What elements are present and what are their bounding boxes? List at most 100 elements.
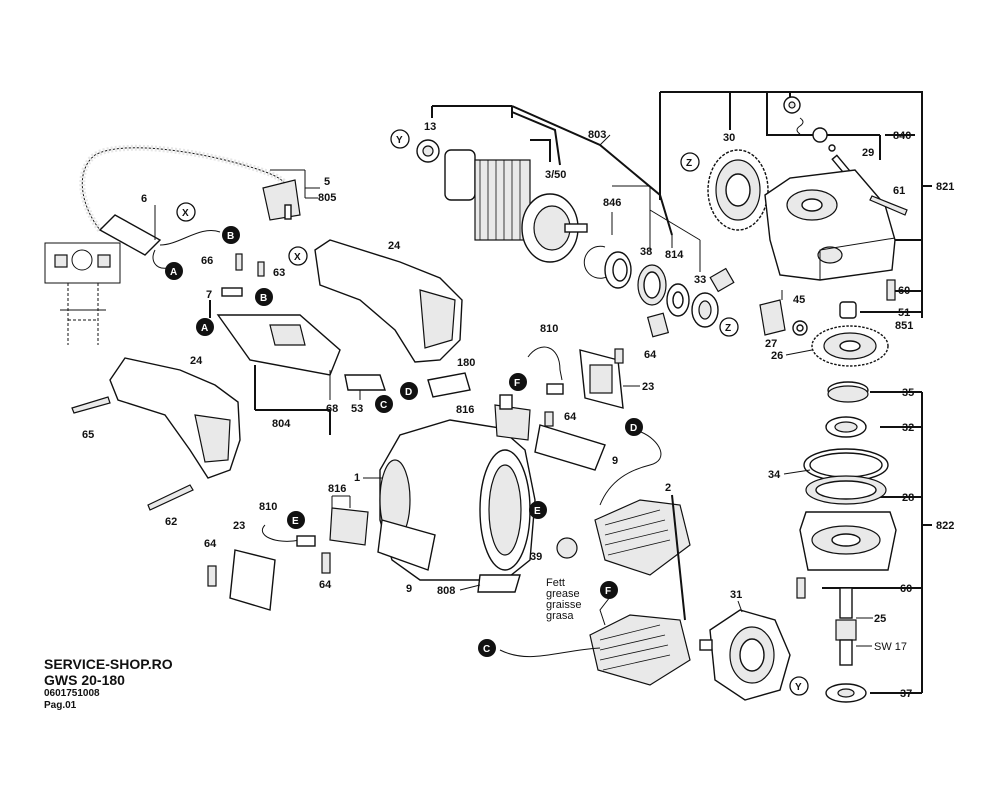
label-803: 803 bbox=[588, 129, 606, 141]
label-840: 840 bbox=[893, 130, 911, 142]
label-25: 25 bbox=[874, 613, 886, 625]
label-51: 51 bbox=[898, 307, 910, 319]
label-34: 34 bbox=[768, 469, 781, 481]
marker-z-lower-text: Z bbox=[725, 323, 731, 334]
label-31: 31 bbox=[730, 589, 742, 601]
label-63: 63 bbox=[273, 267, 285, 279]
marker-a-cable-text: A bbox=[170, 267, 177, 278]
armature-group bbox=[416, 105, 735, 338]
label-9-left: 9 bbox=[406, 583, 412, 595]
marker-x-handle-text: X bbox=[294, 252, 301, 263]
marker-a-switch bbox=[196, 318, 214, 336]
footer-info: SERVICE-SHOP.RO GWS 20-180 0601751008 Pa… bbox=[44, 656, 173, 712]
label-24-side: 24 bbox=[190, 355, 203, 367]
label-805: 805 bbox=[318, 192, 336, 204]
marker-c-coil bbox=[478, 639, 496, 657]
label-64-lowmid: 64 bbox=[319, 579, 332, 591]
power-cable-assembly bbox=[79, 144, 320, 269]
label-822: 822 bbox=[936, 520, 954, 532]
marker-b-switch bbox=[255, 288, 273, 306]
label-60-bottom: 60 bbox=[900, 583, 912, 595]
label-62: 62 bbox=[165, 516, 177, 528]
marker-z-lower bbox=[719, 317, 739, 337]
shop-name: SERVICE-SHOP.RO bbox=[44, 656, 173, 672]
label-53: 53 bbox=[351, 403, 363, 415]
field-coil-group bbox=[499, 431, 791, 701]
label-33: 33 bbox=[694, 274, 706, 286]
label-39: 39 bbox=[530, 551, 542, 563]
marker-f-coil bbox=[600, 581, 618, 599]
marker-z-top bbox=[680, 152, 700, 172]
label-64-mid: 64 bbox=[564, 411, 577, 423]
marker-e-brush bbox=[287, 511, 305, 529]
grease-note-fr: graisse bbox=[546, 599, 582, 611]
label-810-bottom: 810 bbox=[259, 501, 277, 513]
label-68: 68 bbox=[326, 403, 338, 415]
label-32: 32 bbox=[902, 422, 914, 434]
label-1: 1 bbox=[354, 472, 360, 484]
circuit-schematic bbox=[44, 242, 121, 345]
marker-f-brush-text: F bbox=[514, 378, 520, 389]
marker-b-switch-text: B bbox=[260, 293, 267, 304]
label-814: 814 bbox=[665, 249, 684, 261]
label-37: 37 bbox=[900, 688, 912, 700]
marker-b-cable bbox=[222, 226, 240, 244]
label-66: 66 bbox=[201, 255, 213, 267]
label-26: 26 bbox=[771, 350, 783, 362]
label-61: 61 bbox=[893, 185, 905, 197]
marker-f-coil-text: F bbox=[605, 586, 611, 597]
marker-c-coil-text: C bbox=[483, 644, 490, 655]
label-60-top: 60 bbox=[898, 285, 910, 297]
label-6: 6 bbox=[141, 193, 147, 205]
label-846: 846 bbox=[603, 197, 621, 209]
model-name: GWS 20-180 bbox=[44, 672, 125, 688]
label-9-right: 9 bbox=[612, 455, 618, 467]
marker-x-cable-text: X bbox=[182, 208, 189, 219]
label-821: 821 bbox=[936, 181, 954, 193]
marker-d-switch-text: D bbox=[405, 387, 412, 398]
marker-d-switch bbox=[400, 382, 418, 400]
page-number: Pag.01 bbox=[44, 700, 77, 711]
label-23-top: 23 bbox=[642, 381, 654, 393]
gear-head-group bbox=[659, 91, 932, 367]
spindle-assembly bbox=[796, 381, 932, 703]
label-180: 180 bbox=[457, 357, 475, 369]
label-65: 65 bbox=[82, 429, 94, 441]
grease-note: Fett grease graisse grasa bbox=[546, 578, 581, 622]
label-851: 851 bbox=[895, 320, 913, 332]
label-808: 808 bbox=[437, 585, 455, 597]
label-28: 28 bbox=[902, 492, 914, 504]
marker-e-coil bbox=[529, 501, 547, 519]
side-handle-group bbox=[71, 357, 241, 511]
marker-y-bottom-text: Y bbox=[795, 682, 802, 693]
label-27: 27 bbox=[765, 338, 777, 350]
label-38: 38 bbox=[640, 246, 652, 258]
label-sw17: SW 17 bbox=[874, 641, 907, 653]
grease-note-en: grease bbox=[546, 588, 580, 600]
label-5: 5 bbox=[324, 176, 330, 188]
label-30: 30 bbox=[723, 132, 735, 144]
label-23-bottom: 23 bbox=[233, 520, 245, 532]
grease-note-es: grasa bbox=[546, 610, 574, 622]
label-7: 7 bbox=[206, 289, 212, 301]
marker-a-cable bbox=[165, 262, 183, 280]
marker-y-bottom bbox=[789, 676, 809, 696]
marker-x-cable bbox=[176, 202, 196, 222]
label-29: 29 bbox=[862, 147, 874, 159]
label-45: 45 bbox=[793, 294, 805, 306]
label-810-top: 810 bbox=[540, 323, 558, 335]
marker-d-coil-text: D bbox=[630, 423, 637, 434]
label-64-left: 64 bbox=[204, 538, 217, 550]
marker-z-top-text: Z bbox=[686, 158, 692, 169]
marker-f-brush bbox=[509, 373, 527, 391]
label-804: 804 bbox=[272, 418, 291, 430]
marker-c-switch-text: C bbox=[380, 400, 387, 411]
connector-markers: B A B A D C F D E E F C bbox=[165, 226, 643, 657]
marker-e-coil-text: E bbox=[534, 506, 541, 517]
marker-y-top-text: Y bbox=[396, 135, 403, 146]
marker-x-handle bbox=[288, 246, 308, 266]
label-2: 2 bbox=[665, 482, 671, 494]
label-816-bottom: 816 bbox=[328, 483, 346, 495]
marker-y-top bbox=[390, 129, 410, 149]
